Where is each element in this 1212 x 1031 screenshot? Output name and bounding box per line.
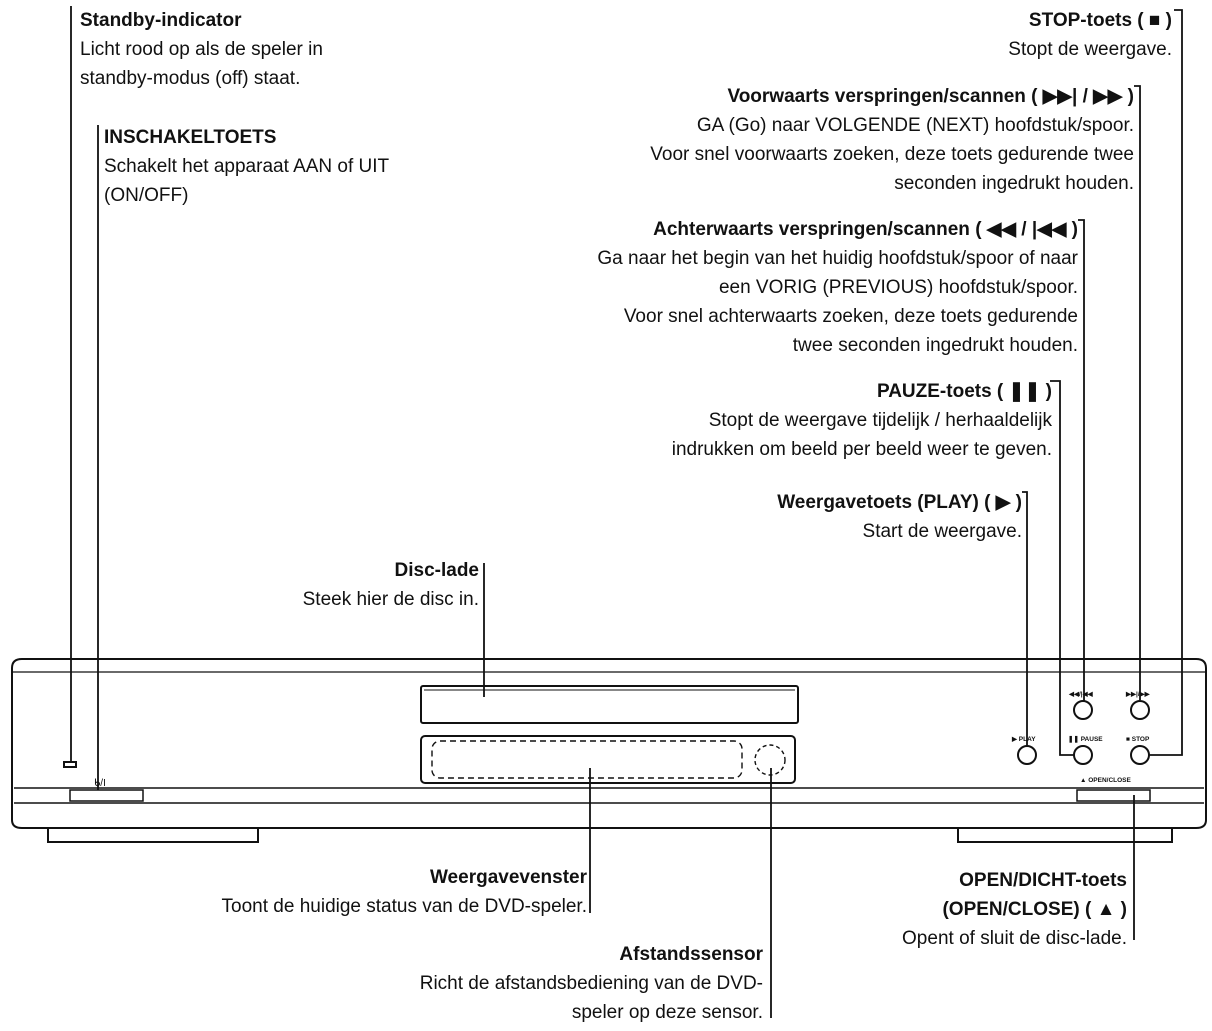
panel-open-close-text: ▲ OPEN/CLOSE <box>1080 777 1132 784</box>
pause-button-title: PAUZE-toets ( ❚❚ ) <box>876 381 1052 402</box>
label-open-close-button: OPEN/DICHT-toets (OPEN/CLOSE) ( ▲ ) Open… <box>727 866 1127 953</box>
disc-tray-slot <box>420 685 799 724</box>
power-button-desc: Schakelt het apparaat AAN of UIT (ON/OFF… <box>104 156 390 206</box>
open-close-strip <box>1076 789 1151 802</box>
panel-power-mark: ᑲ/I <box>94 778 106 789</box>
panel-backward-text: ◀◀/|◀◀ <box>1068 691 1094 698</box>
label-disc-tray: Disc-lade Steek hier de disc in. <box>179 556 479 614</box>
display-window-title: Weergavevenster <box>429 867 587 888</box>
power-button-title: INSCHAKELTOETS <box>104 127 277 148</box>
display-window-desc: Toont de huidige status van de DVD-spele… <box>221 896 587 917</box>
remote-sensor-circle <box>754 744 786 776</box>
right-foot <box>957 828 1173 843</box>
play-button-circle <box>1017 745 1037 765</box>
forward-button-desc: GA (Go) naar VOLGENDE (NEXT) hoofdstuk/s… <box>650 115 1134 194</box>
label-backward-button: Achterwaarts verspringen/scannen ( ◀◀ / … <box>438 215 1078 360</box>
standby-indicator-title: Standby-indicator <box>80 10 242 31</box>
label-remote-sensor: Afstandssensor Richt de afstandsbedienin… <box>303 940 763 1027</box>
panel-forward-text: ▶▶|/▶▶ <box>1125 691 1151 698</box>
open-close-button-desc: Opent of sluit de disc-lade. <box>902 928 1127 949</box>
forward-button-circle <box>1130 700 1150 720</box>
backward-button-desc: Ga naar het begin van het huidig hoofdst… <box>597 248 1078 356</box>
standby-indicator-desc: Licht rood op als de speler in standby-m… <box>80 39 323 89</box>
player-body <box>11 658 1207 829</box>
leader-lines <box>70 6 1183 1018</box>
label-power-button: INSCHAKELTOETS Schakelt het apparaat AAN… <box>104 123 389 210</box>
backward-button-title: Achterwaarts verspringen/scannen ( ◀◀ / … <box>653 219 1078 240</box>
left-foot <box>47 828 259 843</box>
panel-stop-text: ■ STOP <box>1126 736 1150 743</box>
pause-button-circle <box>1073 745 1093 765</box>
disc-tray-title: Disc-lade <box>394 560 479 581</box>
backward-button-circle <box>1073 700 1093 720</box>
label-play-button: Weergavetoets (PLAY) ( ▶ ) Start de weer… <box>622 488 1022 546</box>
open-close-button-title: OPEN/DICHT-toets (OPEN/CLOSE) ( ▲ ) <box>942 870 1127 920</box>
stop-button-desc: Stopt de weergave. <box>1008 39 1172 60</box>
display-window-frame <box>420 735 796 784</box>
label-display-window: Weergavevenster Toont de huidige status … <box>67 863 587 921</box>
remote-sensor-desc: Richt de afstandsbediening van de DVD- s… <box>419 973 763 1023</box>
label-stop-button: STOP-toets ( ■ ) Stopt de weergave. <box>772 6 1172 64</box>
label-pause-button: PAUZE-toets ( ❚❚ ) Stopt de weergave tij… <box>532 377 1052 464</box>
forward-button-title: Voorwaarts verspringen/scannen ( ▶▶| / ▶… <box>727 86 1134 107</box>
stop-button-title: STOP-toets ( ■ ) <box>1028 10 1172 31</box>
power-button-strip <box>69 789 144 802</box>
label-standby-indicator: Standby-indicator Licht rood op als de s… <box>80 6 323 93</box>
remote-sensor-title: Afstandssensor <box>619 944 763 965</box>
play-button-title: Weergavetoets (PLAY) ( ▶ ) <box>777 492 1022 513</box>
panel-play-text: ▶ PLAY <box>1011 736 1036 743</box>
pause-button-desc: Stopt de weergave tijdelijk / herhaaldel… <box>671 410 1052 460</box>
standby-led <box>63 761 77 768</box>
display-window-dashed <box>431 740 743 779</box>
play-button-desc: Start de weergave. <box>862 521 1022 542</box>
label-forward-button: Voorwaarts verspringen/scannen ( ▶▶| / ▶… <box>494 82 1134 198</box>
disc-tray-desc: Steek hier de disc in. <box>302 589 479 610</box>
stop-button-circle <box>1130 745 1150 765</box>
panel-pause-text: ❚❚ PAUSE <box>1068 735 1103 743</box>
